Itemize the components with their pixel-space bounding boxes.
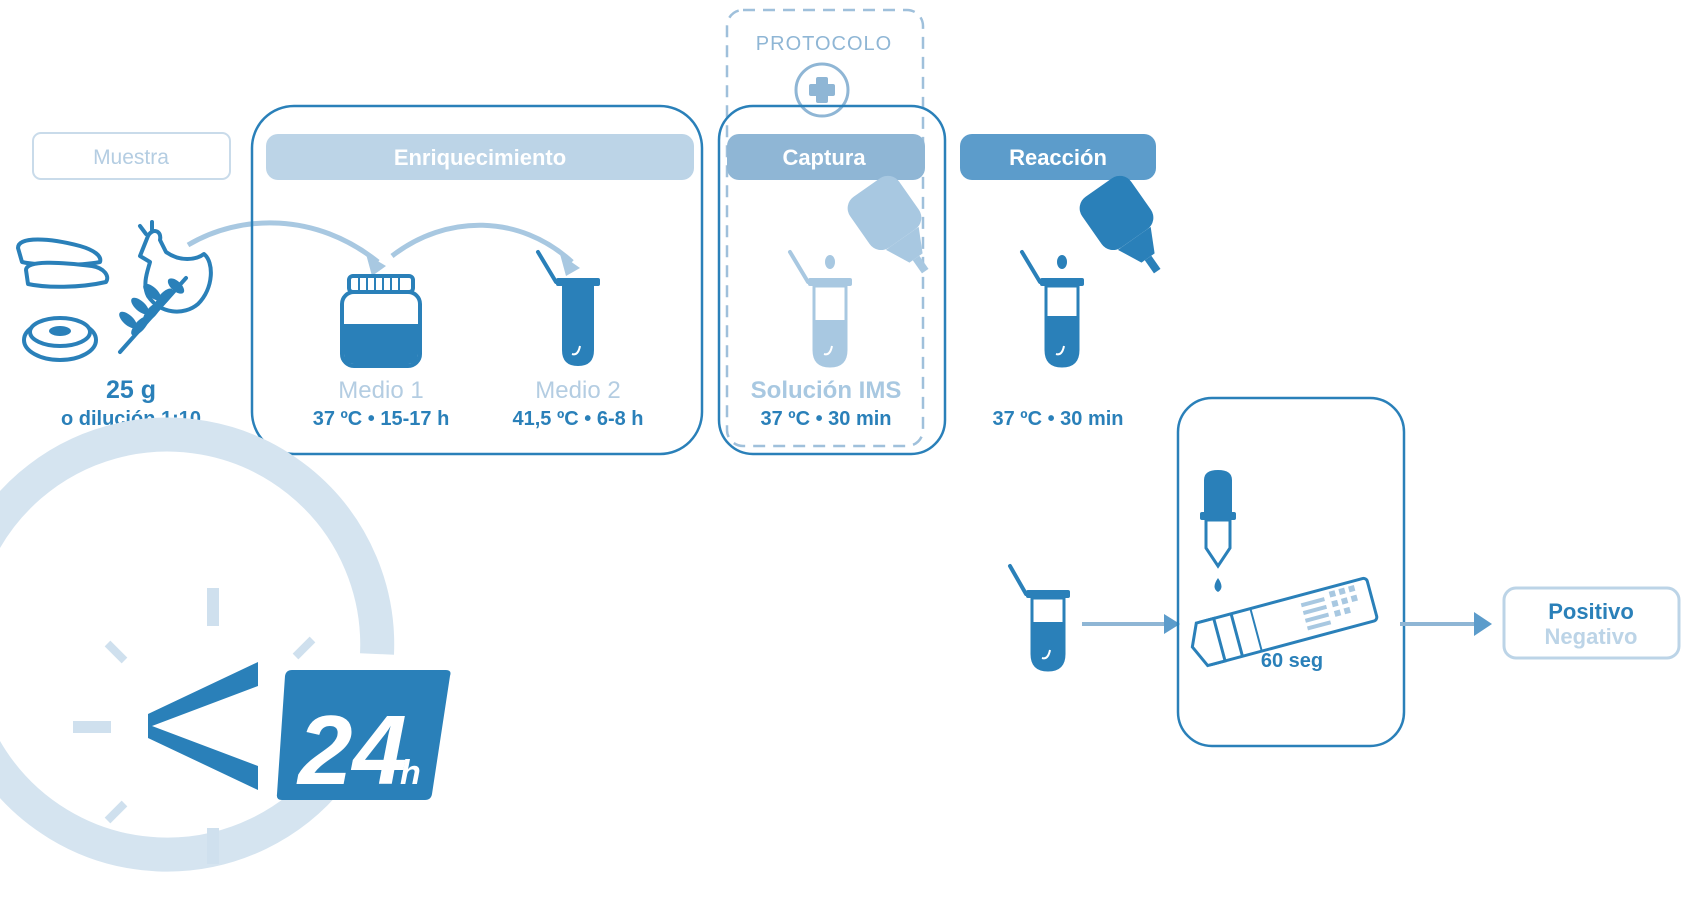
arrow-head (1164, 614, 1180, 634)
chicken-icon (138, 220, 213, 314)
detection-section: 60 seg (1008, 396, 1492, 748)
reaction-header-box (960, 134, 1156, 180)
capture-label: Solución IMS (751, 377, 902, 404)
capture-header-box (727, 134, 925, 180)
sample-header: Muestra (93, 146, 169, 169)
result-negative: Negativo (1545, 624, 1638, 649)
result-positive: Positivo (1548, 599, 1634, 624)
plus-icon (794, 62, 850, 118)
enrichment-header-box (266, 134, 694, 180)
less-than-icon (148, 662, 258, 790)
clock-ticks (73, 588, 316, 864)
tube-icon (536, 250, 600, 366)
enrichment-section: Enriquecimiento Medio 1 37 ºC • 15-17 h … (250, 104, 704, 456)
dropper-bottle-icon (1079, 175, 1161, 274)
medium2-label: Medio 2 (535, 377, 620, 404)
reaction-header: Reacción (1009, 145, 1107, 170)
enrichment-header: Enriquecimiento (394, 145, 566, 170)
result-section: Positivo Negativo (1502, 586, 1681, 660)
hours-unit: h (400, 754, 421, 792)
steak-icon (22, 316, 98, 362)
drop-icon (1057, 255, 1067, 269)
medium1-conditions: 37 ºC • 15-17 h (313, 408, 450, 430)
jar-icon (340, 274, 422, 368)
capture-frame (717, 104, 947, 456)
protocol-dashed-frame (725, 8, 925, 448)
drop-icon (1214, 578, 1222, 592)
capture-header: Captura (782, 145, 866, 170)
detection-time: 60 seg (1261, 650, 1323, 672)
test-strip-icon (1190, 576, 1379, 668)
tube-icon (788, 250, 852, 368)
tube-icon (1008, 564, 1070, 672)
arrow-sample-to-medium1 (186, 220, 380, 264)
sample-header-box (32, 132, 231, 180)
arrow-head (560, 254, 580, 276)
arrow-head (1474, 612, 1492, 636)
arrow-head (366, 254, 386, 276)
capture-conditions: 37 ºC • 30 min (760, 408, 891, 430)
tube-icon (1020, 250, 1084, 368)
dropper-bottle-icon (847, 175, 929, 274)
arrow-medium1-to-medium2 (390, 222, 574, 264)
reaction-section: Reacción 37 ºC • 30 min (960, 134, 1161, 430)
enrichment-frame (250, 104, 704, 456)
clock-badge: 24 h (0, 417, 451, 872)
medium1-label: Medio 1 (338, 377, 423, 404)
capture-section: Captura Solución IMS 37 ºC • 30 min (717, 104, 947, 456)
protocol-label: PROTOCOLO (756, 33, 892, 55)
medium2-conditions: 41,5 ºC • 6-8 h (512, 408, 643, 430)
detection-frame (1176, 396, 1406, 748)
result-box (1502, 586, 1681, 660)
pipette-icon (1200, 470, 1236, 592)
clock-ring (0, 417, 395, 872)
sample-section: Muestra 25 g o dilución 1 (16, 132, 231, 430)
hours-badge-box (276, 670, 451, 800)
sample-weight: 25 g (106, 376, 156, 404)
protocol-group: PROTOCOLO (725, 8, 925, 448)
hours-number: 24 (296, 695, 407, 805)
fish-icon (16, 237, 110, 289)
wheat-icon (118, 276, 188, 354)
reaction-conditions: 37 ºC • 30 min (992, 408, 1123, 430)
drop-icon (825, 255, 835, 269)
